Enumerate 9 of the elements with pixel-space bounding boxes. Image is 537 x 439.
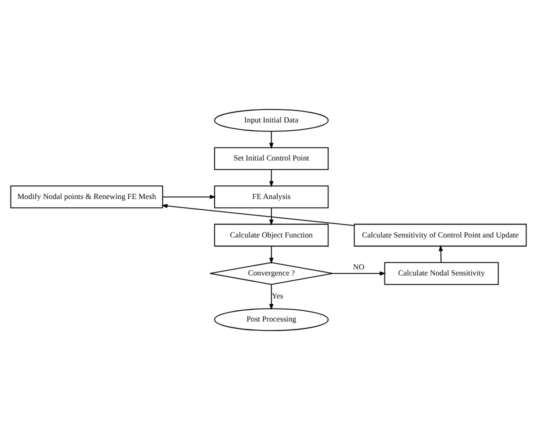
arrow	[162, 194, 216, 199]
arrow	[269, 207, 274, 226]
arrow	[332, 270, 386, 276]
arrow	[269, 130, 274, 148]
arrow	[269, 245, 274, 264]
arrow	[161, 203, 355, 226]
arrow	[269, 168, 274, 187]
arrow	[269, 284, 274, 310]
arrow	[438, 244, 443, 262]
